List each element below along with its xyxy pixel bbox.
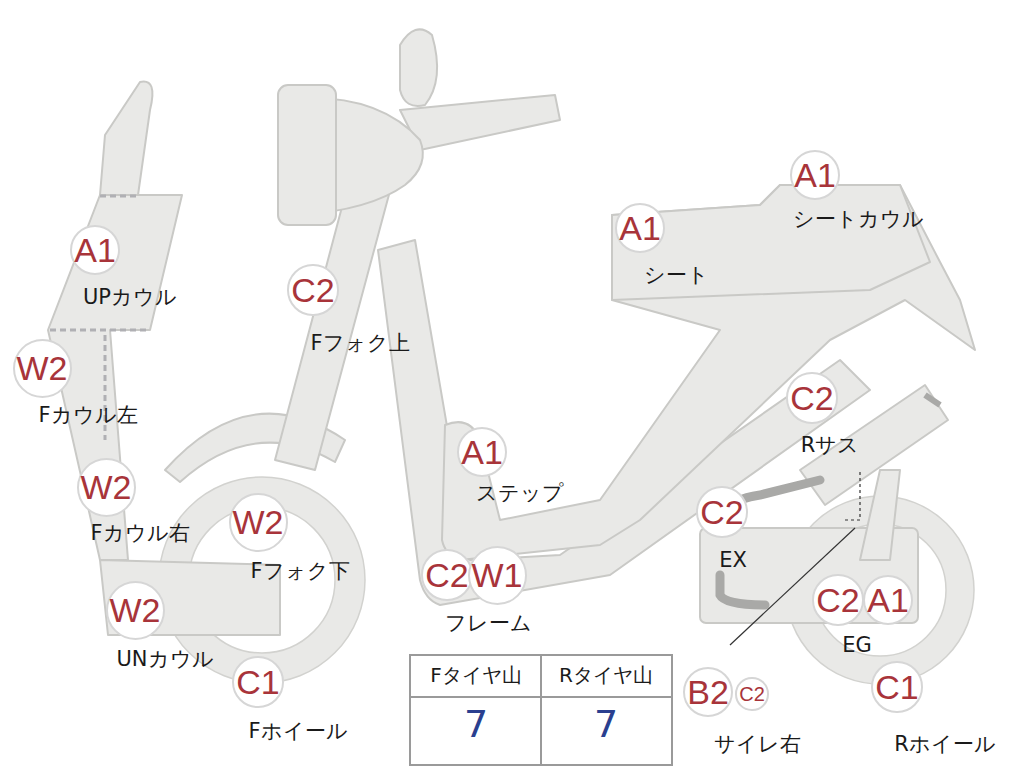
damage-code: W2	[17, 351, 68, 385]
part-name: Fフォク上	[310, 332, 409, 355]
part-name: UNカウル	[116, 648, 213, 671]
table-cell: 7	[594, 704, 618, 746]
part-name: シートカウル	[793, 208, 924, 231]
grade-circle: C2	[812, 574, 863, 625]
table-cell: Rタイヤ山	[559, 664, 653, 686]
part-name: Fカウル右	[90, 522, 189, 545]
part-name: ステップ	[476, 482, 564, 505]
headlight	[278, 85, 336, 225]
part-name: フレーム	[445, 612, 532, 635]
body-cowl	[442, 185, 975, 560]
damage-code: A1	[867, 583, 909, 617]
grade-circle: C1	[232, 656, 283, 707]
suspension-bolt	[925, 395, 940, 405]
cowl-seam	[100, 195, 140, 198]
part-name: シート	[644, 264, 709, 287]
grade-circle: A1	[615, 203, 665, 253]
grade-circle: W1	[468, 546, 527, 605]
table-rule	[540, 655, 542, 765]
damage-code: A1	[794, 158, 836, 192]
damage-code: C2	[790, 381, 833, 415]
damage-code: B2	[687, 675, 729, 709]
damage-code: A1	[619, 211, 661, 245]
grade-circle: W2	[106, 581, 165, 640]
damage-code: C2	[700, 495, 743, 529]
part-name: Rサス	[801, 434, 860, 457]
damage-code: W2	[233, 505, 284, 539]
damage-code: W1	[472, 558, 523, 592]
part-name: Fフォク下	[250, 560, 349, 583]
grade-circle: C2	[421, 549, 472, 600]
damage-code: A1	[461, 435, 503, 469]
grade-circle: W2	[229, 493, 288, 552]
grade-circle: C2	[786, 372, 837, 423]
damage-code: C1	[875, 670, 918, 704]
grade-circle: C2	[735, 677, 769, 711]
grade-circle: A1	[70, 225, 120, 275]
leader-line	[842, 472, 860, 520]
seat	[612, 185, 930, 300]
mirror	[400, 29, 437, 106]
grade-circle: W2	[13, 339, 72, 398]
damage-code: C2	[291, 273, 334, 307]
part-name: Fカウル左	[38, 404, 137, 427]
grade-circle: W2	[77, 458, 136, 517]
part-name: EG	[842, 634, 872, 657]
damage-code: W2	[81, 470, 132, 504]
grade-circle: C2	[696, 486, 747, 537]
table-frame	[410, 655, 672, 765]
cowl-seam	[50, 329, 150, 332]
grade-circle: A1	[790, 150, 840, 200]
grade-circle: B2	[683, 667, 733, 717]
damage-code: W2	[110, 593, 161, 627]
grade-circle: C2	[287, 264, 338, 315]
grade-circle: A1	[863, 575, 913, 625]
exhaust-pipe-lower	[720, 575, 765, 605]
rear-suspension-rod	[860, 470, 900, 560]
part-name: Rホイール	[894, 733, 996, 756]
part-name: EX	[719, 549, 747, 572]
screen-tip	[100, 82, 152, 195]
table-cell: 7	[464, 704, 488, 746]
grade-circle: C1	[871, 661, 922, 712]
damage-code: C2	[425, 558, 468, 592]
damage-code: C1	[236, 665, 279, 699]
part-name: Fホイール	[248, 720, 347, 743]
damage-code: A1	[74, 233, 116, 267]
part-name: サイレ右	[714, 733, 801, 756]
table-cell: Fタイヤ山	[430, 664, 522, 686]
grade-circle: A1	[457, 427, 507, 477]
damage-code: C2	[739, 684, 765, 704]
part-name: UPカウル	[83, 286, 177, 309]
damage-code: C2	[816, 583, 859, 617]
